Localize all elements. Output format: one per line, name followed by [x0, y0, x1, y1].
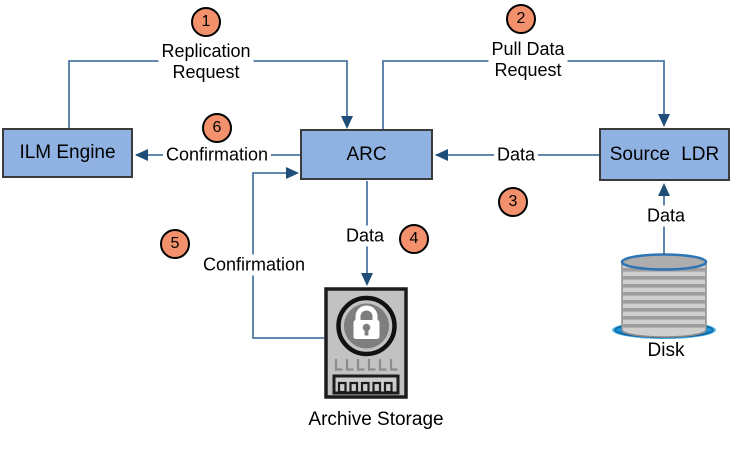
arrowhead-into-ilm-right: [135, 149, 148, 161]
step-badge-5: 5: [160, 229, 190, 259]
node-source-ldr: Source LDR: [599, 128, 730, 181]
step-badge-2: 2: [506, 4, 536, 34]
disk-icon: [609, 246, 719, 342]
step-badge-3: 3: [498, 187, 528, 217]
node-arc: ARC: [300, 129, 433, 180]
label-replication-request-line2: Request: [172, 62, 240, 82]
label-pull-data-request-line2: Request: [494, 60, 562, 80]
label-replication-request-line1: Replication: [161, 41, 251, 61]
vent-slots: [334, 359, 398, 371]
arrowheads: [135, 114, 670, 286]
node-ilm-engine: ILM Engine: [2, 128, 133, 178]
caption-disk: Disk: [647, 340, 685, 361]
archive-storage-icon: [324, 287, 408, 399]
arrowhead-into-ldr-bottom: [658, 183, 670, 196]
label-replication-request: Replication Request: [158, 41, 254, 83]
caption-archive-storage: Archive Storage: [308, 409, 444, 430]
arrowhead-into-arc-right: [435, 149, 448, 161]
arrowhead-into-arc-left: [286, 167, 299, 179]
arrowhead-into-arc-top: [341, 116, 353, 129]
label-data-ldr-to-arc: Data: [493, 144, 539, 166]
label-data-disk-to-ldr: Data: [643, 205, 689, 227]
arrowhead-into-archive-top: [361, 273, 373, 286]
step-badge-4: 4: [399, 224, 429, 254]
arrowhead-into-ldr-top: [658, 114, 670, 127]
label-confirmation-arc-to-ilm: Confirmation: [162, 144, 272, 166]
step-badge-6: 6: [202, 113, 232, 143]
label-confirmation-archive-to-arc: Confirmation: [199, 254, 309, 276]
step-badge-1: 1: [191, 7, 221, 37]
label-pull-data-request: Pull Data Request: [488, 39, 568, 81]
label-data-arc-to-archive: Data: [342, 225, 388, 247]
connector-teeth: [337, 381, 393, 394]
label-pull-data-request-line1: Pull Data: [491, 39, 565, 59]
